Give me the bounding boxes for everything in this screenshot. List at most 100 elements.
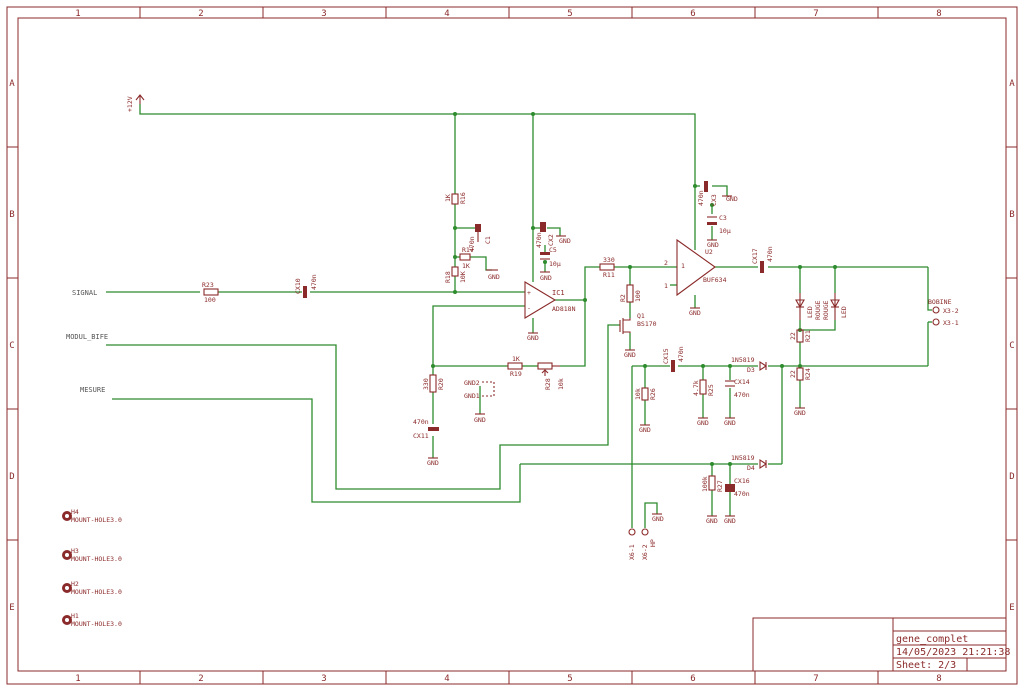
resistor-r2[interactable]: R2 100 — [619, 284, 642, 303]
resistor-r11[interactable]: 330 R11 — [599, 256, 615, 279]
capacitor-cx11[interactable]: 470n CX11 — [413, 418, 439, 440]
svg-text:1: 1 — [664, 282, 668, 290]
svg-text:+: + — [527, 289, 531, 297]
led-right[interactable]: ROUGE LED — [822, 293, 848, 320]
mount-hole-h3[interactable]: H3 MOUNT-HOLE3.0 — [62, 547, 122, 563]
capacitor-c3[interactable]: C3 10µ — [707, 214, 731, 235]
q1-ref: Q1 — [637, 312, 645, 320]
h2-ref: H2 — [71, 580, 79, 588]
cx11-value: 470n — [413, 418, 429, 426]
gnd-label: GND — [559, 237, 571, 245]
zone-column-label: 2 — [198, 674, 203, 684]
zone-row-label: A — [9, 79, 15, 89]
zone-column-label: 4 — [444, 9, 449, 19]
gnd-label: GND — [624, 351, 636, 359]
gnd2-label: GND2 — [464, 379, 480, 387]
resistor-r25[interactable]: 4.7k R25 — [692, 379, 715, 396]
c3-ref: C3 — [719, 214, 727, 222]
h4-value: MOUNT-HOLE3.0 — [71, 516, 122, 524]
cx2-ref: CX2 — [547, 234, 555, 246]
zone-column-label: 7 — [813, 9, 818, 19]
zone-row-label: D — [9, 472, 14, 482]
capacitor-c5[interactable]: C5 10µ — [540, 246, 561, 268]
gnd-label: GND — [794, 409, 806, 417]
cx10-value: 470n — [310, 274, 318, 290]
d4-ref: D4 — [747, 464, 755, 472]
capacitor-cx2[interactable]: 470n CX2 — [535, 222, 555, 248]
hp-pin2: X6-2 — [641, 544, 649, 560]
svg-text:1: 1 — [681, 262, 685, 270]
cx10-ref: CX10 — [294, 278, 302, 294]
capacitor-cx14[interactable]: CX14 470n — [725, 378, 750, 399]
resistor-r26[interactable]: 10k R26 — [634, 387, 657, 401]
mount-hole-h4[interactable]: H4 MOUNT-HOLE3.0 — [62, 508, 122, 524]
r28-value: 10k — [557, 378, 565, 390]
mount-hole-h2[interactable]: H2 MOUNT-HOLE3.0 — [62, 580, 122, 596]
zone-row-label: B — [1009, 210, 1014, 220]
buffer-u2[interactable]: 1 2 1 U2 BUF634 — [664, 238, 727, 297]
bobine-pin1: X3-1 — [943, 319, 959, 327]
c1-ref: C1 — [484, 236, 492, 244]
r16-ref: R16 — [459, 192, 467, 204]
bobine-pin2: X3-2 — [943, 307, 959, 315]
gnd-label: GND — [724, 517, 736, 525]
r17-ref: R17 — [462, 246, 474, 254]
resistor-r17[interactable]: R17 1K — [459, 246, 474, 270]
h3-value: MOUNT-HOLE3.0 — [71, 555, 122, 563]
cx17-value: 470n — [766, 246, 774, 262]
h1-ref: H1 — [71, 612, 79, 620]
gnd-label: GND — [706, 517, 718, 525]
resistor-r20[interactable]: 330 R20 — [422, 374, 445, 393]
r23-ref: R23 — [202, 281, 214, 289]
r11-value: 330 — [603, 256, 615, 264]
r17-value: 1K — [462, 262, 470, 270]
gnd-labels: GND GND GND GND GND GND GND GND GND GND … — [427, 195, 806, 525]
capacitor-cx17[interactable]: CX17 470n — [751, 246, 774, 273]
resistor-r18[interactable]: R18 10K — [444, 266, 467, 283]
resistor-r19[interactable]: 1K R19 — [507, 355, 523, 378]
net-labels: +12V SIGNAL MODUL_BIFE MESURE — [66, 94, 145, 394]
trimmer-r28[interactable]: R28 10k — [537, 362, 565, 390]
zone-column-label: 8 — [936, 9, 941, 19]
connector-bobine[interactable]: BOBINE X3-2 X3-1 — [928, 298, 959, 327]
c3-value: 10µ — [719, 227, 731, 235]
led-right-value: ROUGE — [822, 300, 830, 320]
resistor-r27[interactable]: 100k R27 — [701, 475, 724, 492]
u2-ref: U2 — [705, 248, 713, 256]
mosfet-q1[interactable]: Q1 BS170 — [619, 312, 657, 334]
c5-value: 10µ — [549, 260, 561, 268]
capacitor-cx15[interactable]: CX15 470n — [662, 346, 685, 372]
capacitor-cx3[interactable]: 470n CX3 — [697, 181, 718, 206]
zone-column-label: 8 — [936, 674, 941, 684]
bobine-ref: BOBINE — [928, 298, 952, 306]
resistor-r21[interactable]: 22 R21 — [789, 329, 812, 343]
zone-column-label: 7 — [813, 674, 818, 684]
capacitor-cx10[interactable]: CX10 470n — [294, 274, 318, 298]
hp-pin1: X6-1 — [628, 544, 636, 560]
zone-column-label: 4 — [444, 674, 449, 684]
ic1-value: AD818N — [552, 305, 576, 313]
resistor-r24[interactable]: 22 R24 — [789, 367, 812, 381]
gnd-label: GND — [652, 515, 664, 523]
diode-d3[interactable]: 1N5819 D3 — [731, 356, 767, 374]
capacitor-c1[interactable]: 470n C1 — [468, 224, 492, 252]
led-left[interactable]: LED ROUGE — [795, 293, 822, 320]
zone-column-label: 5 — [567, 9, 572, 19]
connector-hp[interactable]: X6-1 X6-2 HP — [628, 528, 657, 560]
r21-value: 22 — [789, 332, 797, 340]
zone-column-label: 6 — [690, 674, 695, 684]
cx16-ref: CX16 — [734, 477, 750, 485]
capacitor-cx16[interactable]: CX16 470n — [725, 477, 750, 498]
mount-hole-h1[interactable]: H1 MOUNT-HOLE3.0 — [62, 612, 122, 628]
resistor-r16[interactable]: 1K R16 — [444, 192, 467, 205]
opamp-ic1[interactable]: + - IC1 AD818N — [524, 281, 576, 319]
cx11-ref: CX11 — [413, 432, 429, 440]
zone-row-label: E — [9, 603, 14, 613]
gnd-label: GND — [689, 309, 701, 317]
gnd-label: GND — [540, 274, 552, 282]
diode-d4[interactable]: 1N5819 D4 — [731, 454, 767, 472]
zone-row-label: B — [9, 210, 14, 220]
gnd-label: GND — [427, 459, 439, 467]
resistor-r23[interactable]: R23 100 — [202, 281, 219, 304]
